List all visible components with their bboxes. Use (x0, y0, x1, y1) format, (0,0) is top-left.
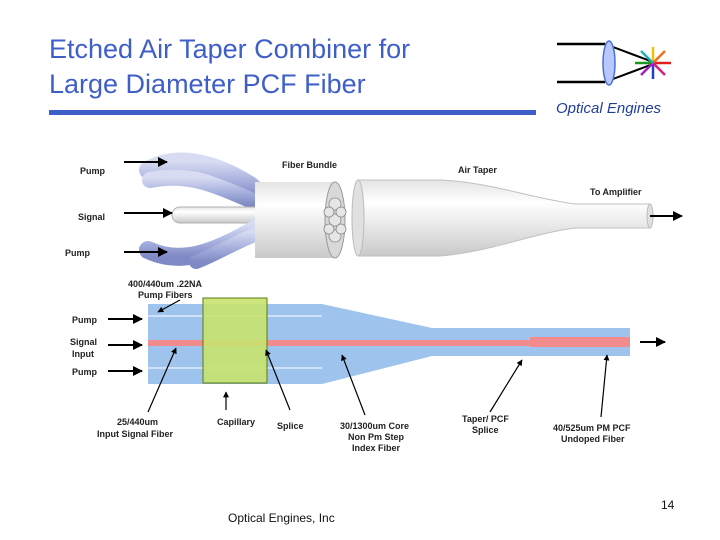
footer-company: Optical Engines, Inc (228, 511, 335, 525)
label-capillary: Capillary (217, 417, 255, 427)
label-taper-1: Taper/ PCF (462, 414, 509, 424)
label-pm-pcf-1: 40/525um PM PCF (553, 423, 631, 433)
pump-fiber-bottom-2 (189, 225, 269, 269)
optical-engines-logo (557, 40, 671, 86)
fiber-bundle-body (255, 182, 335, 258)
label-signal-top: Signal (78, 212, 105, 222)
label-to-amplifier: To Amplifier (590, 187, 642, 197)
label-bottom-pump-top: Pump (72, 315, 98, 325)
title-line-1: Etched Air Taper Combiner for (49, 34, 411, 64)
title-underline (49, 110, 536, 115)
label-core-3: Index Fiber (352, 443, 401, 453)
pump-fiber-top-2 (142, 169, 270, 213)
label-pm-pcf-2: Undoped Fiber (561, 434, 625, 444)
label-input-fiber-2: Input Signal Fiber (97, 429, 173, 439)
label-input-fiber-1: 25/440um (117, 417, 158, 427)
starburst-icon (635, 47, 671, 79)
label-core-2: Non Pm Step (348, 432, 405, 442)
label-fiber-bundle: Fiber Bundle (282, 160, 337, 170)
page-number: 14 (661, 498, 675, 512)
top-figure: Pump Signal Pump Fiber Bundle Air Taper … (65, 152, 683, 269)
capillary (202, 297, 268, 384)
signal-core (148, 340, 630, 346)
title-line-2: Large Diameter PCF Fiber (49, 69, 366, 99)
label-pump-top: Pump (80, 166, 106, 176)
label-taper-2: Splice (472, 425, 499, 435)
label-pump-fibers-1: 400/440um .22NA (128, 279, 203, 289)
bundle-end-fibers (323, 197, 347, 243)
slide-title: Etched Air Taper Combiner for Large Diam… (49, 32, 549, 102)
label-pump-bottom-top: Pump (65, 248, 91, 258)
logo-text: Optical Engines (556, 100, 662, 117)
label-air-taper: Air Taper (458, 165, 497, 175)
lens-icon (602, 40, 616, 86)
bottom-figure: 400/440um .22NA Pump Fibers Pump Signal … (70, 279, 666, 453)
signal-fiber (171, 206, 263, 224)
label-core-1: 30/1300um Core (340, 421, 409, 431)
label-pump-fibers-2: Pump Fibers (138, 290, 193, 300)
label-bottom-signal-2: Input (72, 349, 94, 359)
pm-pcf-core (530, 337, 630, 347)
label-bottom-pump-bottom: Pump (72, 367, 98, 377)
label-splice: Splice (277, 421, 304, 431)
label-bottom-signal-1: Signal (70, 337, 97, 347)
